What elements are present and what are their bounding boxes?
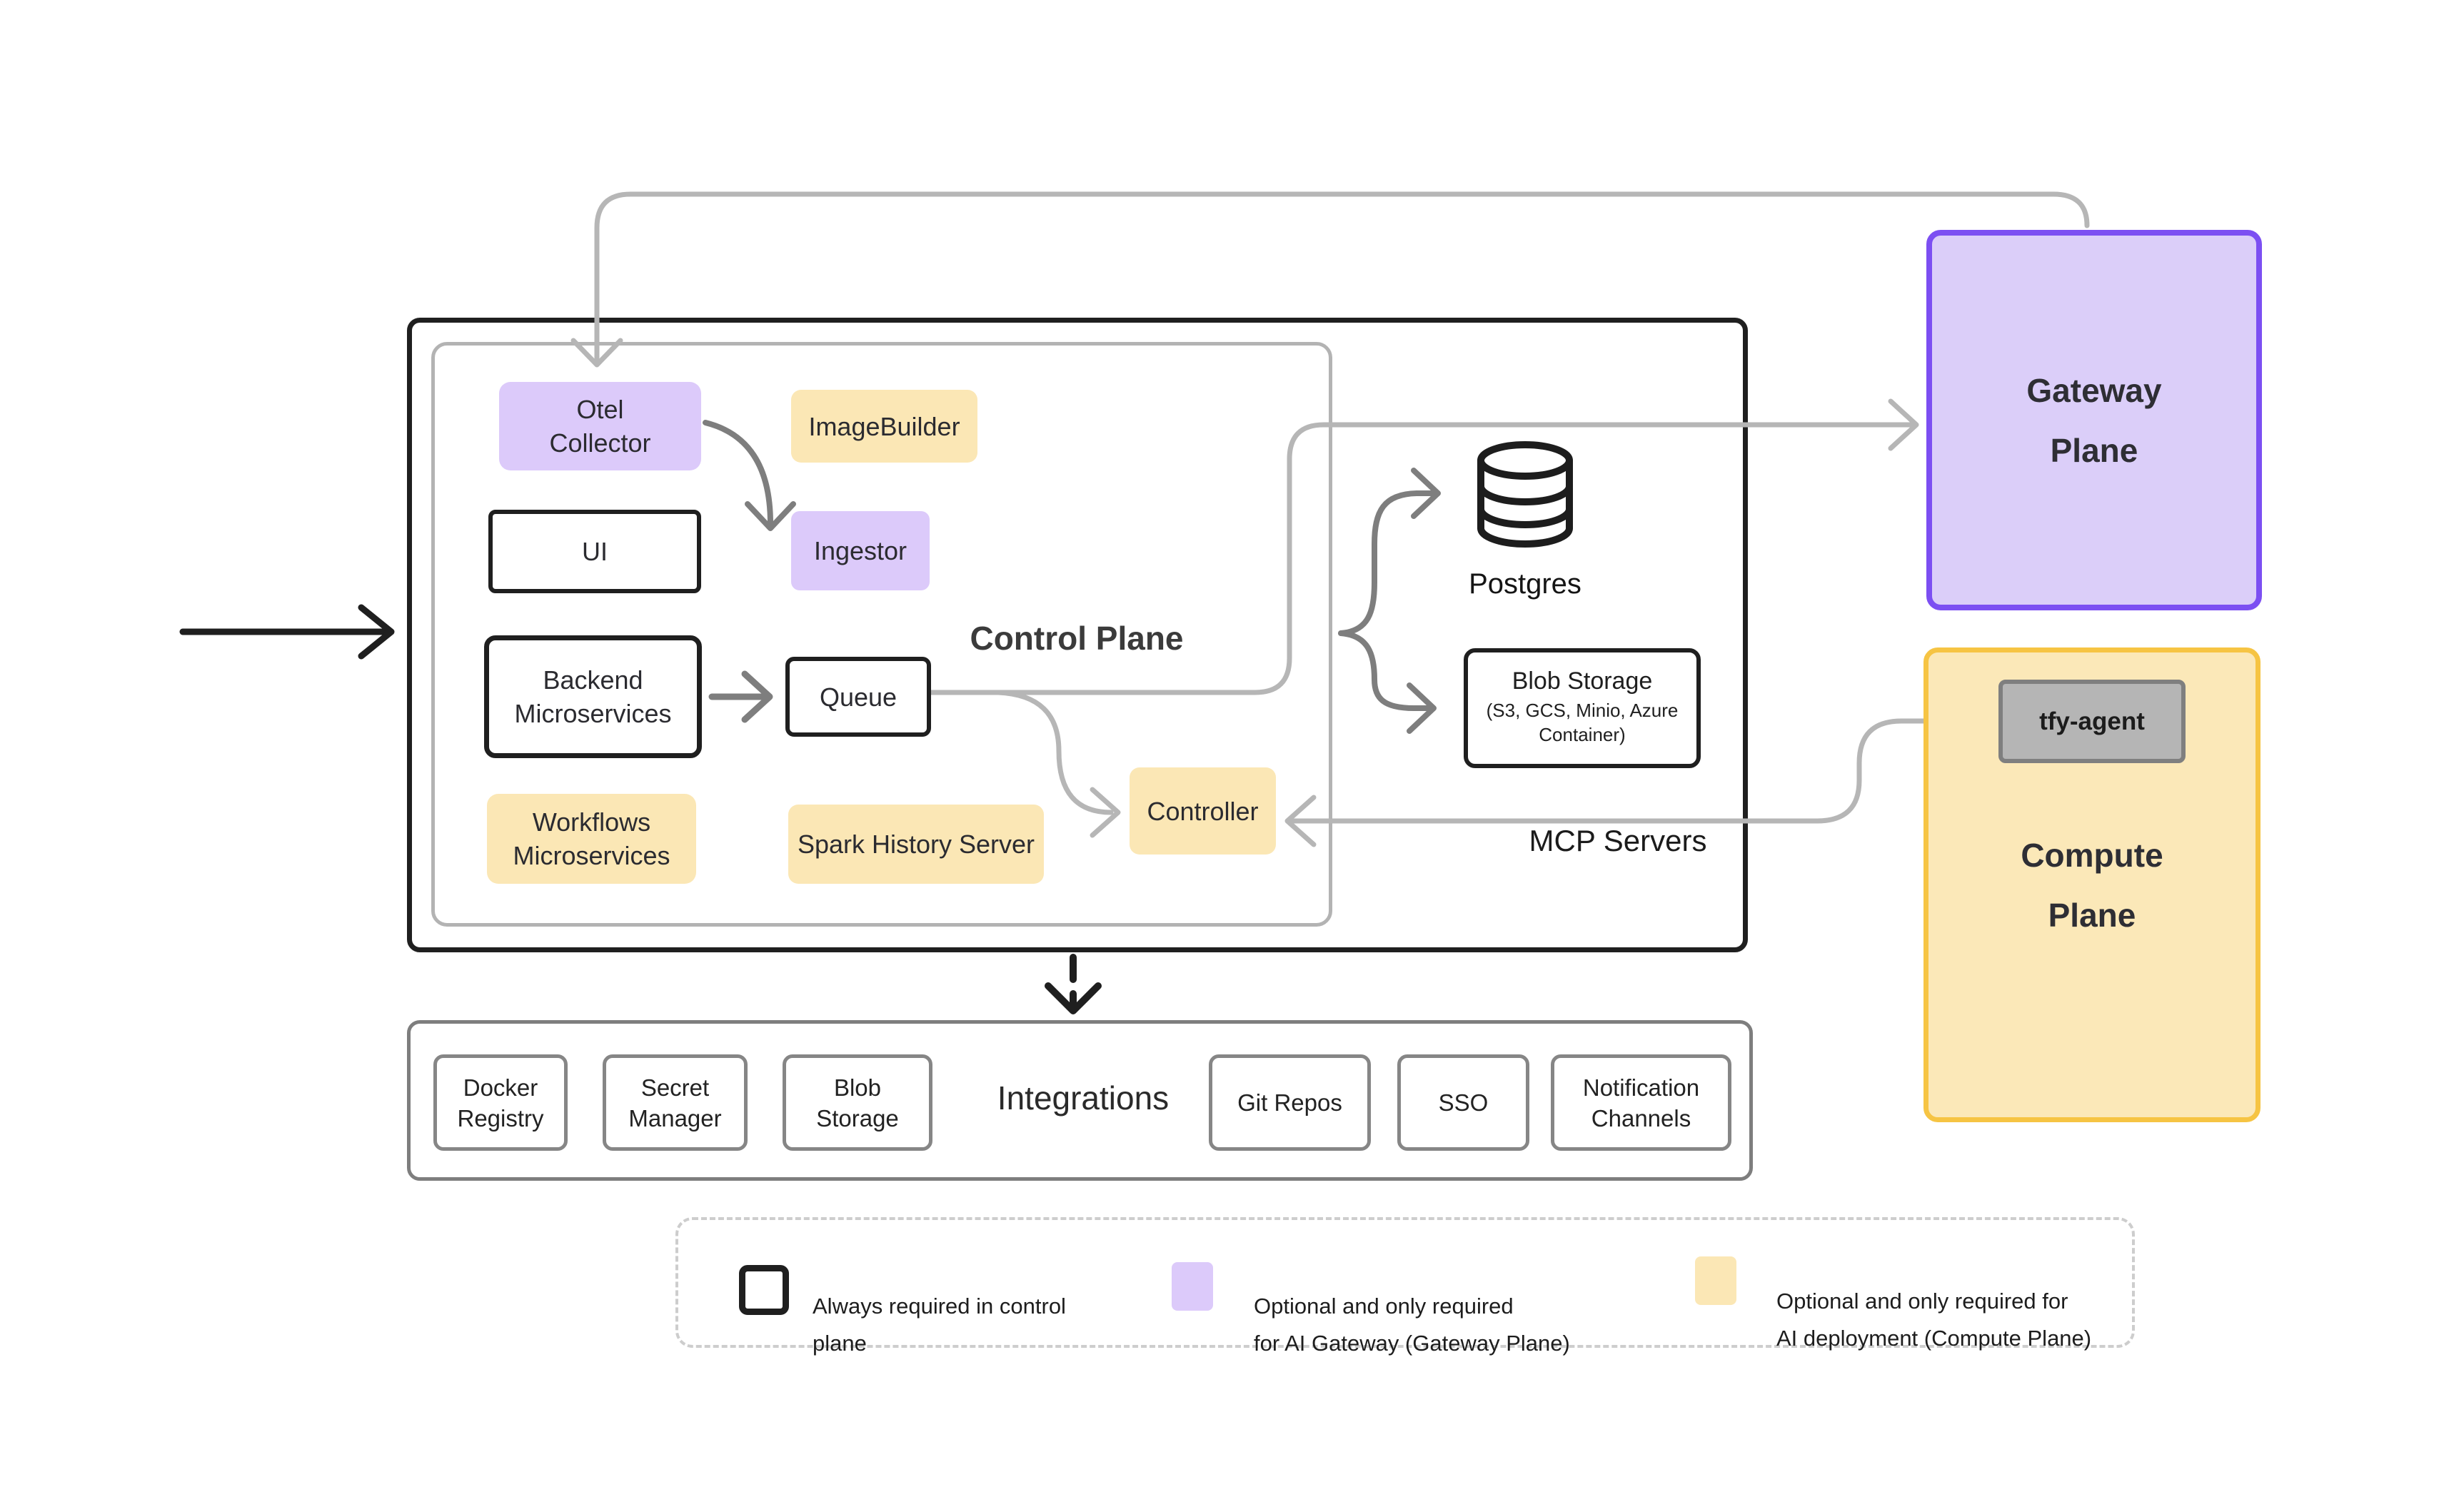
tfy-agent-label: tfy-agent [2039, 707, 2145, 735]
ui-label: UI [582, 537, 608, 566]
node-spark-history-server: Spark History Server [788, 805, 1044, 884]
legend-label-always-required: Always required in control plane [813, 1294, 1066, 1356]
tfy-agent-to-controller-arrow [1284, 718, 2001, 847]
workflows-microservices-label: Workflows Microservices [513, 807, 670, 870]
queue-to-controller-arrow [995, 690, 1121, 838]
blob-storage-subtitle: (S3, GCS, Minio, Azure Container) [1486, 700, 1679, 745]
integration-notification-channels: Notification Channels [1551, 1054, 1731, 1151]
backend-microservices-label: Backend Microservices [514, 665, 672, 728]
controller-label: Controller [1147, 796, 1259, 826]
blob-storage-title: Blob Storage [1512, 667, 1653, 695]
queue-label: Queue [819, 682, 897, 712]
node-tfy-agent: tfy-agent [1998, 680, 2186, 763]
integration-docker-registry: Docker Registry [433, 1054, 568, 1151]
gateway-plane-label: Gateway Plane [2026, 371, 2162, 469]
node-otel-collector: Otel Collector [499, 382, 701, 470]
node-backend-microservices: Backend Microservices [484, 635, 702, 758]
legend-swatch-gateway-optional [1172, 1262, 1213, 1311]
gateway-to-otel-arrow [570, 191, 2090, 368]
node-ingestor: Ingestor [791, 511, 930, 590]
inbound-arrow [179, 604, 395, 660]
otel-to-ingestor-arrow [703, 420, 796, 531]
postgres-label: Postgres [1469, 568, 1581, 600]
backend-to-queue-arrow [708, 670, 773, 723]
legend-label-gateway-optional: Optional and only required for AI Gatewa… [1254, 1294, 1570, 1356]
node-workflows-microservices: Workflows Microservices [487, 794, 696, 884]
control-plane-to-integrations-arrow [1045, 954, 1102, 1014]
image-builder-label: ImageBuilder [808, 411, 960, 441]
compute-plane-label: Compute Plane [2021, 836, 2163, 934]
postgres-database-icon [1477, 441, 1573, 548]
node-image-builder: ImageBuilder [791, 390, 977, 463]
queue-to-gateway-arrow [928, 398, 1919, 695]
integration-sso: SSO [1397, 1054, 1529, 1151]
integration-secret-manager: Secret Manager [603, 1054, 748, 1151]
integration-blob-storage: Blob Storage [783, 1054, 932, 1151]
node-controller: Controller [1130, 767, 1276, 855]
legend-box [675, 1217, 2135, 1348]
otel-collector-label: Otel Collector [549, 395, 651, 458]
node-queue: Queue [785, 657, 931, 737]
legend-swatch-compute-optional [1695, 1256, 1736, 1305]
integrations-title: Integrations [997, 1079, 1170, 1117]
gateway-plane-box: Gateway Plane [1926, 230, 2262, 610]
legend-swatch-always-required [739, 1265, 789, 1315]
compute-plane-box: Compute Plane tfy-agent [1923, 647, 2261, 1122]
mcp-servers-label: MCP Servers [1529, 824, 1707, 857]
spark-history-server-label: Spark History Server [797, 830, 1035, 859]
node-ui: UI [488, 510, 701, 593]
integration-git-repos: Git Repos [1209, 1054, 1371, 1151]
control-plane-title: Control Plane [970, 620, 1184, 657]
node-blob-storage: Blob Storage (S3, GCS, Minio, Azure Cont… [1464, 648, 1701, 768]
brace-to-postgres-and-blob-arrows [1338, 468, 1441, 734]
legend-label-compute-optional: Optional and only required for AI deploy… [1776, 1289, 2092, 1351]
ingestor-label: Ingestor [813, 536, 907, 565]
